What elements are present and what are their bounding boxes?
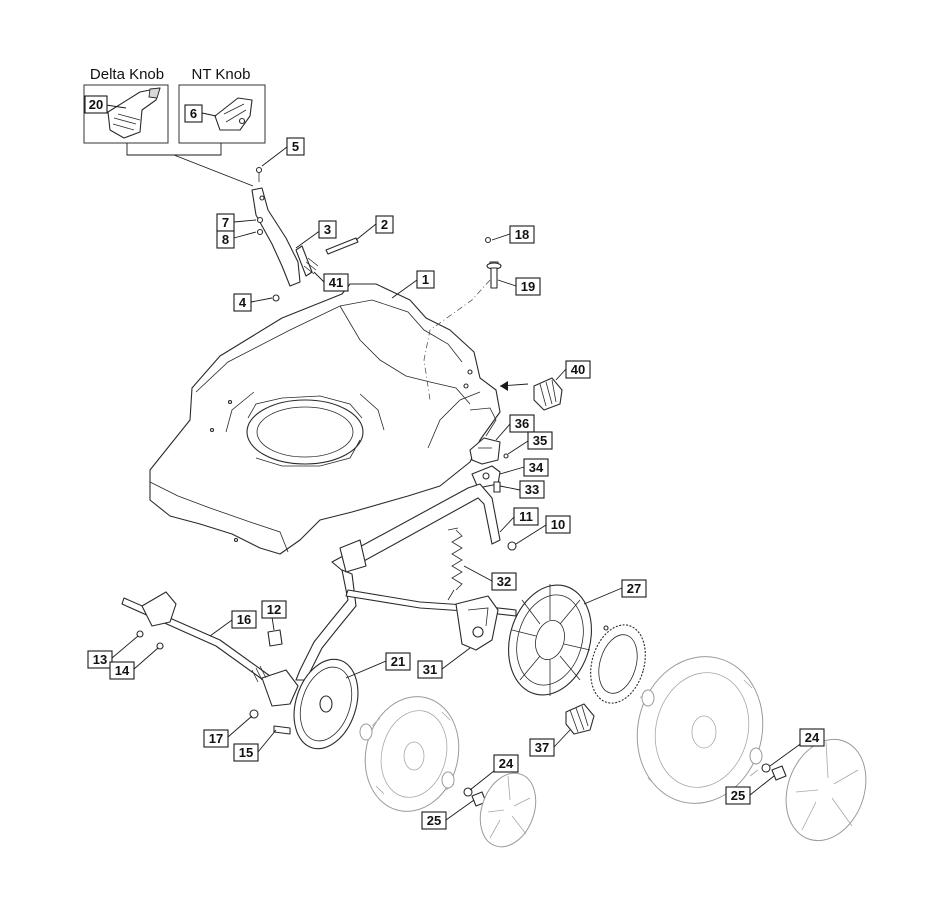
svg-text:11: 11	[519, 509, 533, 524]
callout-10: 10	[545, 515, 571, 534]
svg-text:40: 40	[571, 362, 585, 377]
svg-text:8: 8	[222, 232, 229, 247]
callout-5: 5	[286, 137, 305, 156]
callout-16: 16	[231, 610, 257, 629]
callout-21: 21	[385, 652, 411, 671]
svg-text:37: 37	[535, 740, 549, 755]
height-linkage	[121, 483, 517, 735]
svg-text:17: 17	[209, 731, 223, 746]
callout-41: 41	[323, 273, 349, 292]
delta-knob-part	[107, 87, 161, 139]
svg-text:41: 41	[329, 275, 343, 290]
callout-32: 32	[491, 572, 517, 591]
callout-25-rear: 25	[725, 786, 751, 805]
svg-text:10: 10	[551, 517, 565, 532]
pinion-37	[565, 703, 595, 735]
nt-knob-frame	[178, 84, 266, 144]
drive-gear-ring	[590, 624, 646, 704]
mower-deck	[149, 283, 501, 555]
callout-40: 40	[565, 360, 591, 379]
front-hubcap-25	[463, 772, 537, 848]
callout-8: 8	[216, 230, 235, 249]
svg-text:31: 31	[423, 662, 437, 677]
svg-text:7: 7	[222, 215, 229, 230]
callout-12: 12	[261, 600, 287, 619]
svg-text:35: 35	[533, 433, 547, 448]
callout-19: 19	[515, 277, 541, 296]
callout-15: 15	[233, 743, 259, 762]
callout-36: 36	[509, 414, 535, 433]
callout-13: 13	[87, 650, 113, 669]
svg-text:3: 3	[324, 222, 331, 237]
svg-text:20: 20	[89, 97, 103, 112]
callout-4: 4	[233, 293, 252, 312]
svg-text:16: 16	[237, 612, 251, 627]
callout-24-front: 24	[493, 754, 519, 773]
svg-text:33: 33	[525, 482, 539, 497]
svg-text:25: 25	[731, 788, 745, 803]
callout-20: 20	[84, 95, 108, 114]
front-wheel	[359, 696, 460, 812]
nt-knob-part	[214, 97, 253, 131]
svg-text:25: 25	[427, 813, 441, 828]
inset-title-delta-knob: Delta Knob	[90, 66, 164, 83]
callout-34: 34	[523, 458, 549, 477]
rear-wheel	[636, 656, 764, 804]
svg-text:34: 34	[529, 460, 544, 475]
svg-text:19: 19	[521, 279, 535, 294]
svg-text:24: 24	[499, 756, 514, 771]
svg-text:2: 2	[381, 217, 388, 232]
callout-25-front: 25	[421, 811, 447, 830]
callout-24-rear: 24	[799, 728, 825, 747]
svg-text:14: 14	[115, 663, 130, 678]
callout-11: 11	[513, 507, 539, 526]
svg-text:27: 27	[627, 581, 641, 596]
svg-text:13: 13	[93, 652, 107, 667]
svg-text:6: 6	[190, 106, 197, 121]
front-wheel-cover	[293, 658, 359, 750]
rear-hubcap-27	[508, 584, 592, 696]
rear-hubcap-25	[761, 738, 867, 842]
svg-text:12: 12	[267, 602, 281, 617]
callout-leaders	[105, 104, 811, 821]
callout-3: 3	[318, 220, 337, 239]
svg-text:15: 15	[239, 745, 253, 760]
svg-text:32: 32	[497, 574, 511, 589]
callout-35: 35	[527, 431, 553, 450]
callout-14: 14	[109, 661, 135, 680]
height-lever-assembly	[251, 166, 359, 302]
callout-1: 1	[416, 270, 435, 289]
callout-27: 27	[621, 579, 647, 598]
svg-text:21: 21	[391, 654, 405, 669]
callout-37: 37	[529, 738, 555, 757]
svg-text:18: 18	[515, 227, 529, 242]
knob-inset: Delta Knob NT Knob	[83, 66, 266, 187]
callout-18: 18	[509, 225, 535, 244]
svg-text:36: 36	[515, 416, 529, 431]
callout-7: 7	[216, 213, 235, 232]
delta-knob-frame	[83, 84, 169, 144]
callout-33: 33	[519, 480, 545, 499]
callout-17: 17	[203, 729, 229, 748]
svg-text:5: 5	[292, 139, 299, 154]
svg-text:24: 24	[805, 730, 820, 745]
callout-31: 31	[417, 660, 443, 679]
pin-assembly	[484, 236, 502, 289]
side-bracket-parts	[469, 437, 509, 493]
inset-title-nt-knob: NT Knob	[192, 66, 251, 83]
callout-labels: 20 6 5 7 8 3 2 41 4 1 18 19 40 36 35 34 …	[84, 95, 825, 830]
callout-6: 6	[184, 104, 203, 123]
svg-text:1: 1	[422, 272, 429, 287]
mulch-plug	[499, 377, 563, 411]
callout-2: 2	[375, 215, 394, 234]
svg-text:4: 4	[239, 295, 247, 310]
